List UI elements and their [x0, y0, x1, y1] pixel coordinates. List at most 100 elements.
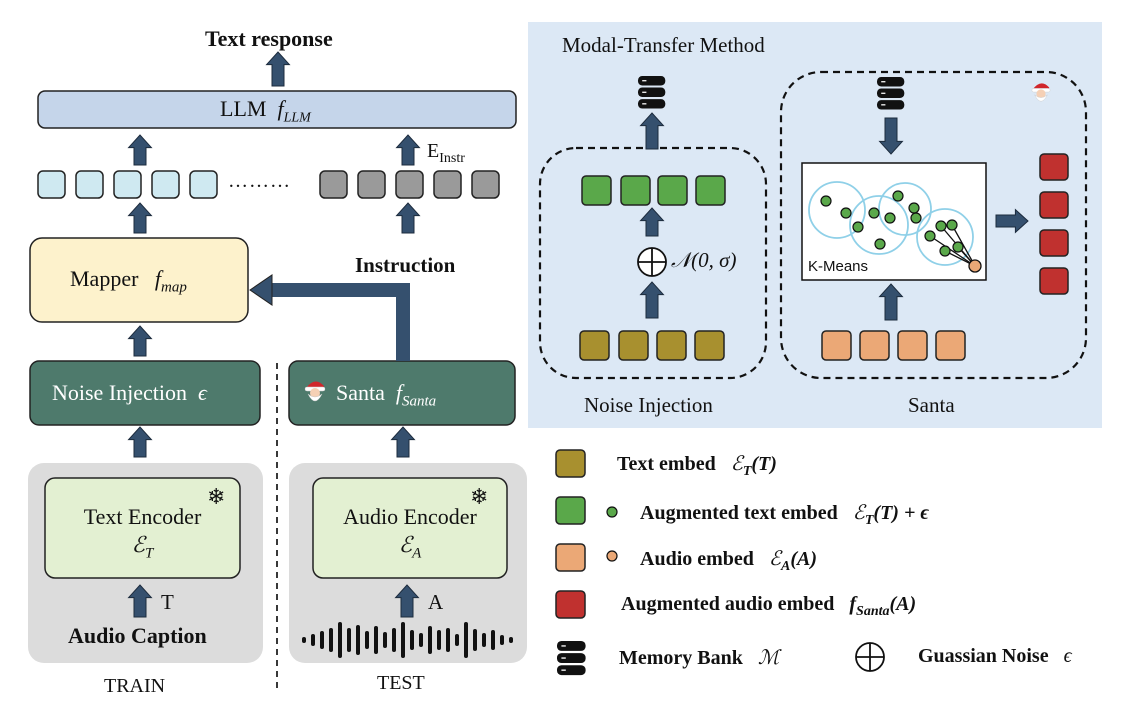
legend-gaussian-noise: Guassian Noise ϵ [918, 645, 1072, 668]
text-response-label: Text response [205, 26, 333, 51]
aug-audio-token [1039, 267, 1069, 295]
santa-icon [1030, 80, 1052, 106]
cyan-token [75, 170, 104, 199]
a-input-label: A [428, 590, 444, 614]
flow-arrow [127, 426, 153, 458]
legend-aug-audio-label: Augmented audio embed [621, 593, 835, 615]
aug-text-token [581, 175, 612, 206]
cyan-token [151, 170, 180, 199]
gray-token [471, 170, 500, 199]
train-label: TRAIN [104, 675, 166, 697]
legend-aug-text-point [606, 506, 618, 518]
legend-audio-embed-sub: A [781, 559, 791, 574]
legend-text-embed-sub: T [742, 464, 752, 479]
text-encoder-symbol: ℰ [131, 532, 145, 557]
cyan-token [37, 170, 66, 199]
flow-arrow [265, 51, 291, 87]
audio-embed-token [859, 330, 890, 361]
noise-injection-group-label: Noise Injection [584, 393, 713, 417]
flow-arrow [995, 208, 1029, 234]
legend-aug-text-embed: Augmented text embed ℰT(T) + ϵ [640, 500, 929, 529]
flow-arrow [395, 134, 421, 166]
legend-memory-bank-symbol: ℳ [757, 647, 780, 669]
santa-to-mapper-arrowhead [249, 274, 273, 306]
aug-audio-token [1039, 229, 1069, 257]
flow-arrow [390, 426, 416, 458]
aug-audio-token [1039, 191, 1069, 219]
token-ellipsis: ……… [228, 170, 291, 192]
text-embed-token [656, 330, 687, 361]
flow-arrow [878, 117, 904, 155]
audio-waveform [302, 622, 513, 658]
text-embed-token [579, 330, 610, 361]
einstr-sub: Instr [439, 151, 465, 166]
legend-aug-audio-swatch [555, 590, 586, 619]
text-embed-token [618, 330, 649, 361]
instruction-token-row [37, 170, 500, 199]
legend-text-embed-formula: ℰ [730, 453, 743, 475]
audio-caption-label: Audio Caption [68, 623, 207, 648]
santa-sub: Santa [402, 393, 437, 410]
flow-arrows [127, 51, 1029, 618]
legend-audio-point [606, 550, 618, 562]
kmeans-clusters [808, 181, 974, 266]
legend-gaussian-icon [855, 642, 885, 672]
flow-arrow [127, 584, 153, 618]
santa-icon [303, 378, 327, 406]
legend-aug-text-formula: ℰ [852, 502, 865, 524]
cyan-token [189, 170, 218, 199]
legend-audio-embed-arg: (A) [790, 548, 818, 570]
noise-injection-label: Noise Injection ϵ [52, 380, 207, 406]
gray-token [357, 170, 386, 199]
aug-text-token [620, 175, 651, 206]
mapper-sub: map [161, 279, 187, 296]
audio-encoder-label: Audio Encoder ℰA [313, 504, 507, 562]
text-encoder-name: Text Encoder [83, 504, 202, 529]
flow-arrow [394, 584, 420, 618]
audio-embed-token [821, 330, 852, 361]
aug-audio-token [1039, 153, 1069, 181]
santa-symbol: f [395, 380, 403, 405]
database-icon [638, 76, 666, 109]
santa-group-label: Santa [908, 393, 955, 417]
mapper-box [29, 237, 249, 323]
gaussian-add-icon [637, 247, 667, 277]
cyan-token [113, 170, 142, 199]
aug-text-token [657, 175, 688, 206]
legend-aug-audio-embed: Augmented audio embed fSanta(A) [621, 593, 916, 620]
flow-arrow [639, 281, 665, 319]
test-label: TEST [377, 672, 425, 694]
t-input-label: T [161, 590, 174, 614]
normal-args: (0, σ) [691, 248, 737, 272]
audio-encoder-box [312, 477, 508, 579]
legend-aug-audio-arg: (A) [889, 593, 917, 615]
llm-sub: LLM [283, 110, 311, 126]
audio-embed-token [897, 330, 928, 361]
noise-name: Noise Injection [52, 380, 188, 405]
llm-symbol: f [277, 96, 284, 121]
legend-gaussian-noise-symbol: ϵ [1063, 645, 1072, 667]
legend-memory-bank: Memory Bank ℳ [619, 645, 779, 670]
santa-label: Santa fSanta [336, 380, 436, 410]
snowflake-icon: ❄ [470, 484, 489, 509]
legend-text-embed: Text embed ℰT(T) [617, 451, 777, 480]
legend-audio-embed-swatch [555, 543, 586, 572]
audio-embed-token [935, 330, 966, 361]
flow-arrow [127, 202, 153, 234]
legend-audio-embed-formula: ℰ [768, 548, 782, 570]
audio-encoder-symbol: ℰ [398, 532, 413, 557]
audio-encoder-sub: A [412, 545, 422, 562]
database-icon [877, 77, 905, 110]
text-encoder-box [44, 477, 241, 579]
legend-aug-audio-formula: f [849, 593, 857, 615]
flow-arrow [395, 202, 421, 234]
santa-group [779, 70, 1088, 380]
llm-label: LLM fLLM [220, 96, 311, 126]
mapper-symbol: f [154, 266, 162, 291]
legend-audio-embed: Audio embed ℰA(A) [640, 546, 817, 575]
mapper-label: Mapper fmap [70, 266, 187, 296]
legend-text-embed-arg: (T) [751, 453, 777, 475]
flow-arrow [639, 207, 665, 237]
llm-box [37, 90, 517, 129]
